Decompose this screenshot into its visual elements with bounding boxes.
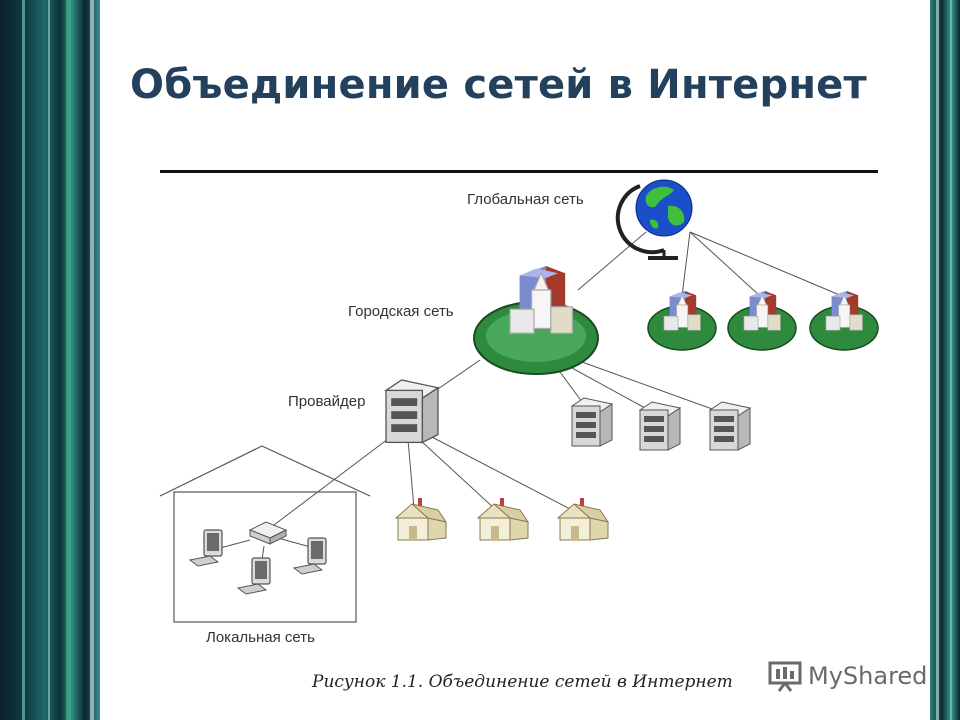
provider-server-icon: [385, 379, 439, 444]
presentation-icon: [768, 661, 802, 692]
decorative-right-border: [930, 0, 960, 720]
globe-icon: [615, 179, 693, 260]
slide-title: Объединение сетей в Интернет: [130, 62, 867, 108]
connection-lines: [219, 231, 843, 561]
local-network-building: [159, 445, 371, 623]
watermark-text: MyShared: [808, 662, 928, 690]
title-underline: [160, 170, 878, 173]
computer-icon: [237, 557, 271, 595]
house-icon: [477, 497, 529, 541]
label-global-network: Глобальная сеть: [467, 191, 584, 208]
server-icon: [709, 401, 751, 451]
decorative-left-border: [0, 0, 100, 720]
house-icon: [395, 497, 447, 541]
city-icon: [647, 290, 717, 351]
label-local-network: Локальная сеть: [206, 629, 315, 646]
server-icon: [639, 401, 681, 451]
city-icon: [809, 290, 879, 351]
figure-caption: Рисунок 1.1. Объединение сетей в Интерне…: [312, 672, 733, 692]
computer-icon: [189, 529, 223, 567]
label-city-network: Городская сеть: [348, 303, 454, 320]
server-icon: [571, 397, 613, 447]
city-icon: [727, 290, 797, 351]
house-icon: [557, 497, 609, 541]
hub-icon: [248, 521, 288, 545]
watermark: MyShared: [768, 656, 927, 696]
city-network-icon: [473, 265, 599, 375]
label-provider: Провайдер: [288, 393, 365, 410]
